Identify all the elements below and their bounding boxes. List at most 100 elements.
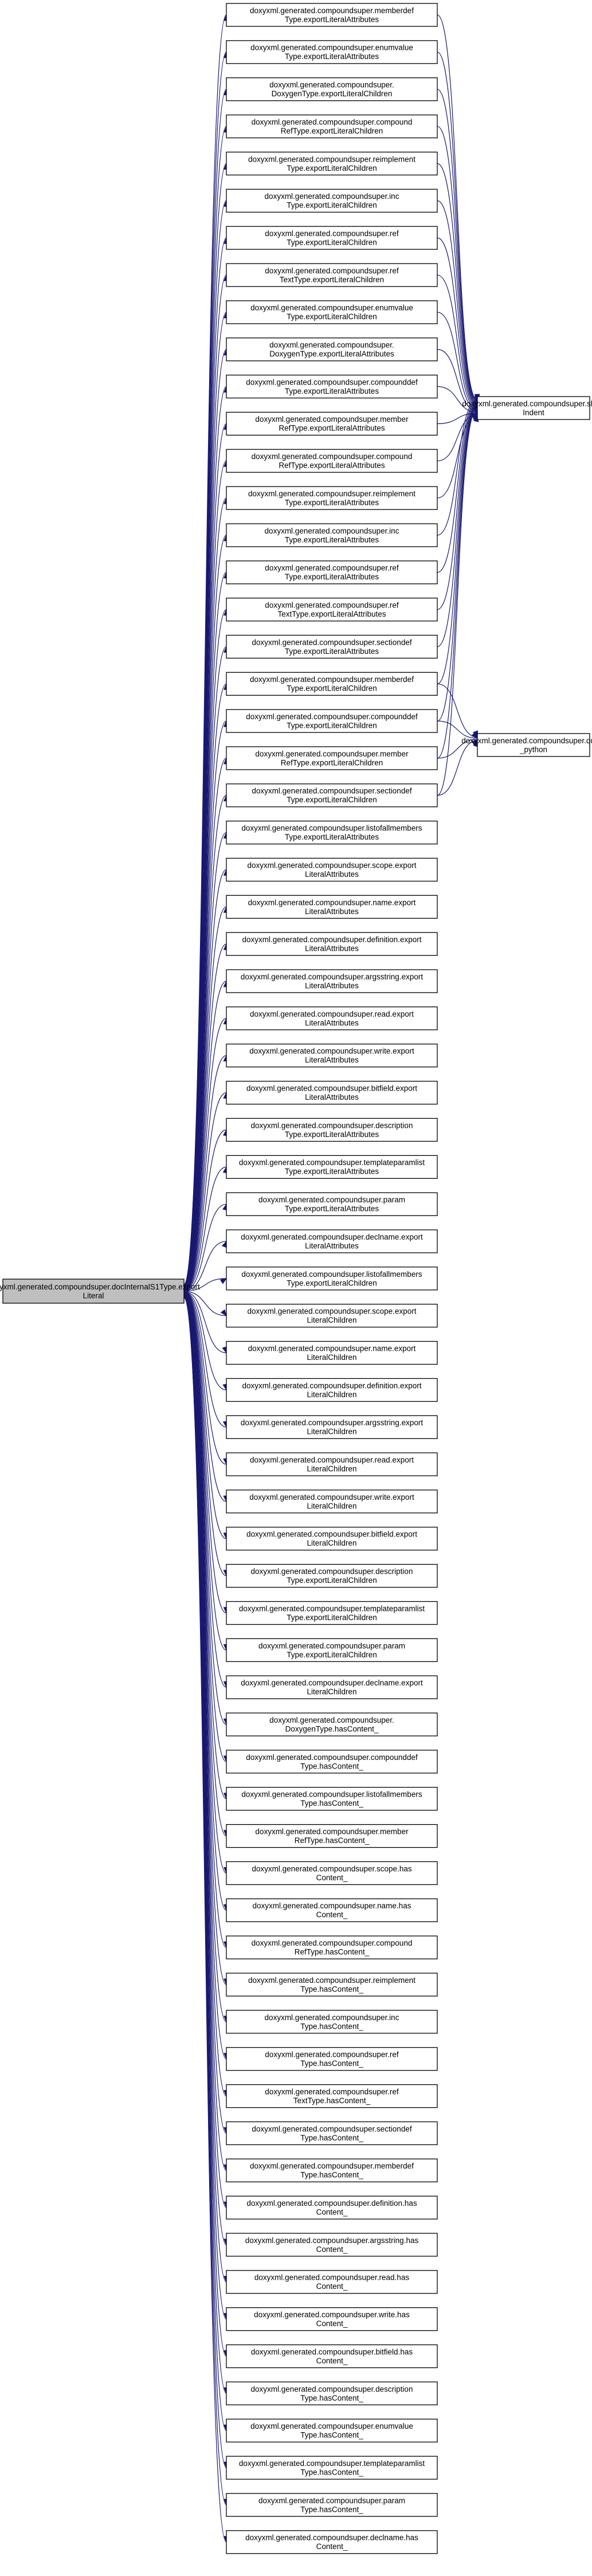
callee-node[interactable]: doxyxml.generated.compoundsuper.read.has… <box>226 2270 438 2294</box>
callee-node[interactable]: doxyxml.generated.compoundsuper.compound… <box>226 374 438 399</box>
callee-node[interactable]: doxyxml.generated.compoundsuper.compound… <box>226 449 438 473</box>
callee-node[interactable]: doxyxml.generated.compoundsuper.definiti… <box>226 2195 438 2220</box>
edge-root-to-node <box>183 1292 227 1539</box>
callee-node[interactable]: doxyxml.generated.compoundsuper.enumvalu… <box>226 40 438 64</box>
callee-node[interactable]: doxyxml.generated.compoundsuper.memberRe… <box>226 1824 438 1848</box>
callee-node-box <box>226 634 438 659</box>
callee-node[interactable]: doxyxml.generated.compoundsuper.template… <box>226 1601 438 1625</box>
callee-node[interactable]: doxyxml.generated.compoundsuper.listofal… <box>226 1787 438 1811</box>
callee-node[interactable]: doxyxml.generated.compoundsuper.DoxygenT… <box>226 77 438 101</box>
callee-node-box <box>226 2047 438 2071</box>
callee-node[interactable]: doxyxml.generated.compoundsuper.listofal… <box>226 821 438 845</box>
callee-node[interactable]: doxyxml.generated.compoundsuper.sectiond… <box>226 783 438 807</box>
callee-node[interactable]: doxyxml.generated.compoundsuper.refTextT… <box>226 597 438 622</box>
callee-node-box <box>226 523 438 547</box>
callee-node-label-line: doxyxml.generated.compoundsuper.reimplem… <box>248 1976 415 1985</box>
callee-node[interactable]: doxyxml.generated.compoundsuper.name.exp… <box>226 895 438 919</box>
callee-node[interactable]: doxyxml.generated.compoundsuper.bitfield… <box>226 1081 438 1105</box>
callee-node-label-line: RefType.exportLiteralAttributes <box>279 424 385 433</box>
sink-node-quote_python[interactable]: doxyxml.generated.compoundsuper.quote_py… <box>461 733 592 757</box>
callee-node-label-line: LiteralAttributes <box>305 944 359 953</box>
callee-node[interactable]: doxyxml.generated.compoundsuper.enumvalu… <box>226 300 438 324</box>
callee-node[interactable]: doxyxml.generated.compoundsuper.descript… <box>226 1564 438 1588</box>
callee-node[interactable]: doxyxml.generated.compoundsuper.scope.ha… <box>226 1861 438 1885</box>
callee-node[interactable]: doxyxml.generated.compoundsuper.memberde… <box>226 672 438 696</box>
callee-node[interactable]: doxyxml.generated.compoundsuper.compound… <box>226 1935 438 1959</box>
callee-node-box <box>226 486 438 510</box>
callee-node-box <box>226 114 438 139</box>
callee-node[interactable]: doxyxml.generated.compoundsuper.argsstri… <box>226 1415 438 1439</box>
callee-node[interactable]: doxyxml.generated.compoundsuper.descript… <box>226 2381 438 2406</box>
callee-node[interactable]: doxyxml.generated.compoundsuper.template… <box>226 1155 438 1179</box>
callee-node[interactable]: doxyxml.generated.compoundsuper.memberRe… <box>226 746 438 770</box>
callee-node-box <box>226 300 438 324</box>
callee-node[interactable]: doxyxml.generated.compoundsuper.name.has… <box>226 1898 438 1923</box>
callee-node[interactable]: doxyxml.generated.compoundsuper.incType.… <box>226 189 438 213</box>
callee-node[interactable]: doxyxml.generated.compoundsuper.refType.… <box>226 226 438 250</box>
callee-node-label-line: doxyxml.generated.compoundsuper.sectiond… <box>252 638 411 646</box>
callee-node[interactable]: doxyxml.generated.compoundsuper.memberRe… <box>226 411 438 436</box>
edge-root-to-node <box>183 1241 227 1292</box>
callee-node[interactable]: doxyxml.generated.compoundsuper.compound… <box>226 709 438 733</box>
callee-node[interactable]: doxyxml.generated.compoundsuper.scope.ex… <box>226 1304 438 1328</box>
callee-node[interactable]: doxyxml.generated.compoundsuper.listofal… <box>226 1267 438 1291</box>
callee-node[interactable]: doxyxml.generated.compoundsuper.read.exp… <box>226 1006 438 1030</box>
callee-node[interactable]: doxyxml.generated.compoundsuper.argsstri… <box>226 2233 438 2257</box>
callee-node[interactable]: doxyxml.generated.compoundsuper.refType.… <box>226 560 438 585</box>
callee-node[interactable]: doxyxml.generated.compoundsuper.enumvalu… <box>226 2418 438 2442</box>
callee-node[interactable]: doxyxml.generated.compoundsuper.definiti… <box>226 932 438 956</box>
callee-node-label-line: LiteralAttributes <box>305 1018 359 1027</box>
callee-node[interactable]: doxyxml.generated.compoundsuper.paramTyp… <box>226 1638 438 1663</box>
callee-node-box <box>226 597 438 622</box>
edge-root-to-node <box>183 1292 227 1577</box>
edge-root-to-node <box>183 1166 227 1291</box>
callee-node[interactable]: doxyxml.generated.compoundsuper.write.ex… <box>226 1044 438 1068</box>
callee-node-box <box>226 226 438 250</box>
callee-node[interactable]: doxyxml.generated.compoundsuper.bitfield… <box>226 1527 438 1551</box>
callee-node[interactable]: doxyxml.generated.compoundsuper.DoxygenT… <box>226 1712 438 1736</box>
callee-node-label-line: doxyxml.generated.compoundsuper.declname… <box>241 1679 423 1687</box>
callee-node[interactable]: doxyxml.generated.compoundsuper.DoxygenT… <box>226 338 438 362</box>
callee-node[interactable]: doxyxml.generated.compoundsuper.bitfield… <box>226 2344 438 2369</box>
callee-node[interactable]: doxyxml.generated.compoundsuper.incType.… <box>226 2010 438 2034</box>
sink-node-showIndent[interactable]: doxyxml.generated.compoundsuper.showInde… <box>462 396 592 420</box>
callee-node[interactable]: doxyxml.generated.compoundsuper.paramTyp… <box>226 1192 438 1216</box>
callee-node[interactable]: doxyxml.generated.compoundsuper.sectiond… <box>226 2121 438 2146</box>
edge-root-to-node <box>183 1018 227 1291</box>
callee-node[interactable]: doxyxml.generated.compoundsuper.write.ha… <box>226 2307 438 2331</box>
callee-node[interactable]: doxyxml.generated.compoundsuper.write.ex… <box>226 1489 438 1514</box>
edge-root-to-node <box>183 1292 227 1465</box>
edge-root-to-node <box>183 832 227 1289</box>
callee-node[interactable]: doxyxml.generated.compoundsuper.reimplem… <box>226 151 438 176</box>
root-node-label-line: doxyxml.generated.compoundsuper.docInter… <box>0 1283 200 1291</box>
callee-node-box <box>226 857 438 882</box>
callee-node[interactable]: doxyxml.generated.compoundsuper.sectiond… <box>226 634 438 659</box>
callee-node[interactable]: doxyxml.generated.compoundsuper.refTextT… <box>226 263 438 287</box>
callee-node[interactable]: doxyxml.generated.compoundsuper.compound… <box>226 114 438 139</box>
callee-node[interactable]: doxyxml.generated.compoundsuper.reimplem… <box>226 1973 438 1997</box>
callee-node[interactable]: doxyxml.generated.compoundsuper.name.exp… <box>226 1340 438 1365</box>
callee-node[interactable]: doxyxml.generated.compoundsuper.refTextT… <box>226 2084 438 2108</box>
callee-node[interactable]: doxyxml.generated.compoundsuper.definiti… <box>226 1378 438 1402</box>
callee-node[interactable]: doxyxml.generated.compoundsuper.memberde… <box>226 2158 438 2182</box>
callee-node[interactable]: doxyxml.generated.compoundsuper.memberde… <box>226 3 438 27</box>
callee-node[interactable]: doxyxml.generated.compoundsuper.compound… <box>226 1750 438 1774</box>
callee-node[interactable]: doxyxml.generated.compoundsuper.paramTyp… <box>226 2493 438 2517</box>
callee-node[interactable]: doxyxml.generated.compoundsuper.scope.ex… <box>226 857 438 882</box>
edge-root-to-node-arrow <box>219 1278 228 1284</box>
callee-node[interactable]: doxyxml.generated.compoundsuper.reimplem… <box>226 486 438 510</box>
callee-node[interactable]: doxyxml.generated.compoundsuper.declname… <box>226 2530 438 2554</box>
callee-node-box <box>226 969 438 993</box>
callee-node-box <box>226 3 438 27</box>
callee-node[interactable]: doxyxml.generated.compoundsuper.read.exp… <box>226 1452 438 1476</box>
callee-node[interactable]: doxyxml.generated.compoundsuper.incType.… <box>226 523 438 547</box>
callee-node[interactable]: doxyxml.generated.compoundsuper.declname… <box>226 1675 438 1699</box>
edge-root-to-node-arrow <box>221 1240 227 1248</box>
callee-node[interactable]: doxyxml.generated.compoundsuper.refType.… <box>226 2047 438 2071</box>
callee-node-label-line: doxyxml.generated.compoundsuper.compound <box>252 1939 413 1947</box>
callee-node[interactable]: doxyxml.generated.compoundsuper.template… <box>226 2456 438 2480</box>
root-node[interactable]: doxyxml.generated.compoundsuper.docInter… <box>0 1279 200 1304</box>
callee-node[interactable]: doxyxml.generated.compoundsuper.descript… <box>226 1118 438 1142</box>
callee-node[interactable]: doxyxml.generated.compoundsuper.declname… <box>226 1229 438 1253</box>
callee-node[interactable]: doxyxml.generated.compoundsuper.argsstri… <box>226 969 438 993</box>
